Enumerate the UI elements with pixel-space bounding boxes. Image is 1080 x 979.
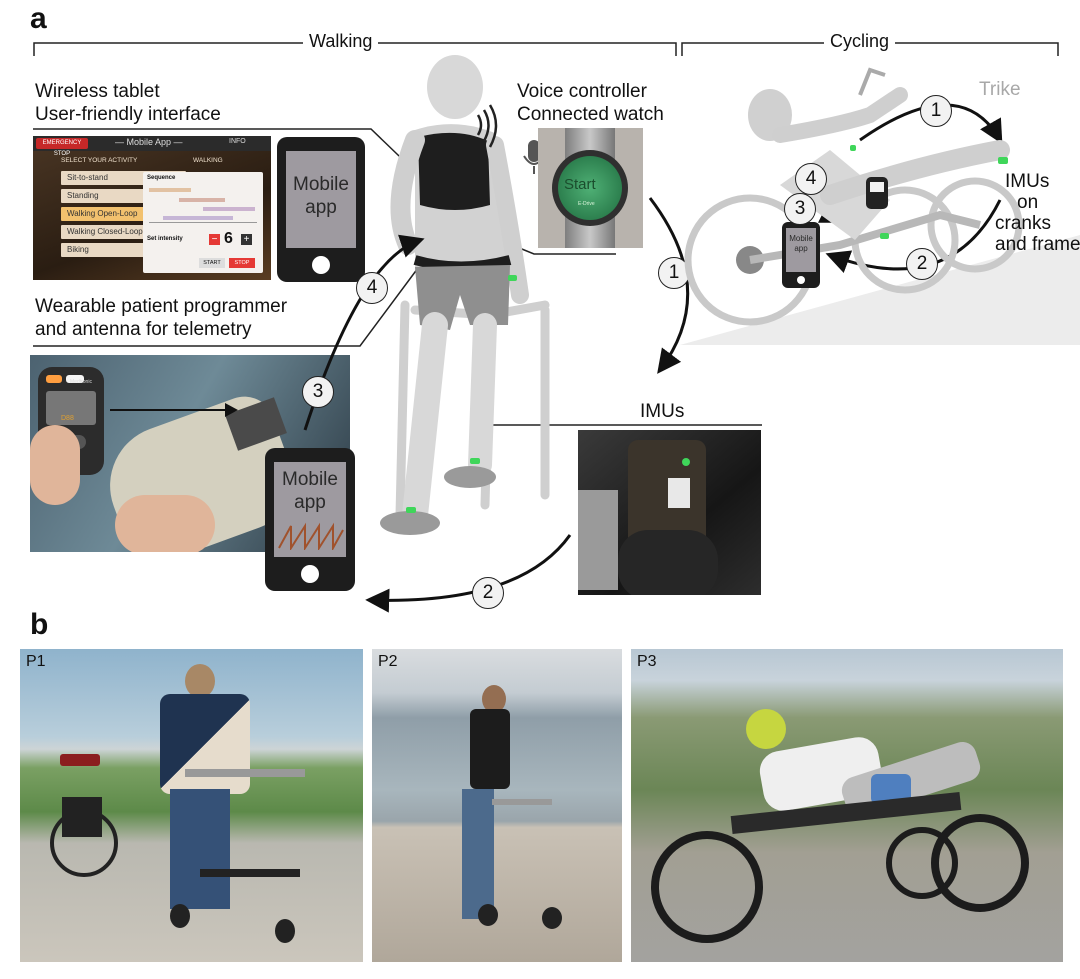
sequence-card: Sequence Set intensity − 6 + START STOP [143, 172, 263, 273]
panel-letter-b: b [30, 608, 49, 641]
stop-button[interactable]: STOP [229, 258, 255, 268]
imu-sensor-ankle [406, 507, 416, 513]
trike-imus-line2: on [1017, 192, 1039, 213]
participant-label: P3 [637, 653, 657, 670]
imu-shoe-photo [578, 430, 761, 595]
patient-programmer-icon [866, 177, 888, 209]
panel-letter-a: a [30, 2, 47, 35]
app-title: — Mobile App — [115, 137, 183, 147]
step-4-walking: 4 [356, 272, 388, 304]
imu-hand-sensor [850, 145, 856, 151]
participant-photo-p2: P2 [372, 649, 622, 962]
imu-crank-sensor [998, 157, 1008, 164]
watch-photo: Start E-Drive [538, 128, 643, 248]
trike-imus-line3: cranks [995, 213, 1051, 234]
section-label-cycling: Cycling [824, 31, 896, 52]
trike-imus-line4: and frame [995, 234, 1080, 255]
start-button[interactable]: START [199, 258, 225, 268]
tablet-label-line2: User-friendly interface [35, 104, 221, 125]
mobile-app-tablet-bottom: Mobile app [265, 448, 355, 591]
watch-start-text: Start [564, 176, 596, 193]
voice-label-line2: Connected watch [517, 104, 664, 125]
select-activity-heading: SELECT YOUR ACTIVITY [61, 157, 138, 164]
sequence-label: Sequence [147, 175, 176, 181]
tablet-label-line1: Wireless tablet [35, 81, 160, 102]
walking-figure [380, 55, 550, 535]
mobile-app-label-line1: Mobile [282, 469, 338, 490]
programmer-label-line1: Wearable patient programmer [35, 296, 288, 317]
watch-sensor [508, 275, 517, 281]
section-label-walking: Walking [303, 31, 379, 52]
app-screenshot: EMERGENCY STOP — Mobile App — INFO SELEC… [33, 136, 271, 280]
emergency-stop-button[interactable]: EMERGENCY STOP [36, 138, 88, 157]
info-button[interactable]: INFO [229, 138, 246, 145]
intensity-value: 6 [224, 230, 233, 247]
step-3-cycling: 3 [784, 193, 816, 225]
step-4-cycling: 4 [795, 163, 827, 195]
set-intensity-label: Set intensity [147, 236, 183, 242]
step-3-walking: 3 [302, 376, 334, 408]
tablet-screen: Mobile app [286, 151, 356, 248]
voice-label-line1: Voice controller [517, 81, 647, 102]
device-display: D88 [61, 415, 74, 422]
mobile-app-label-line2: app [305, 197, 337, 218]
programmer-label-line2: and antenna for telemetry [35, 319, 252, 340]
step-2-walking: 2 [472, 577, 504, 609]
imus-label: IMUs [640, 401, 685, 422]
walking-heading: WALKING [193, 157, 223, 164]
trike-label: Trike [979, 79, 1021, 100]
participant-photo-p3: P3 [631, 649, 1063, 962]
mobile-app-label-line2: app [294, 492, 326, 513]
participant-label: P2 [378, 653, 398, 670]
participant-photo-p1: P1 [20, 649, 363, 962]
mobile-app-label-line2: app [794, 244, 808, 253]
step-2-cycling: 2 [906, 248, 938, 280]
mobile-app-tablet: Mobile app [277, 137, 365, 282]
tablet-screen: Mobile app [274, 462, 346, 557]
intensity-minus-button[interactable]: − [209, 234, 220, 245]
mobile-app-label-line1: Mobile [293, 174, 349, 195]
imu-frame-sensor [880, 233, 889, 239]
trike-illustration [680, 67, 1080, 345]
tablet-home-button [301, 565, 319, 583]
participant-label: P1 [26, 653, 46, 670]
step-1-cycling: 1 [920, 95, 952, 127]
mobile-app-label-line1: Mobile [789, 234, 813, 243]
arrow-right-icon [110, 403, 238, 417]
tablet-home-button [312, 256, 330, 274]
device-brand: Medtronic [70, 379, 92, 385]
trike-imus-line1: IMUs [1005, 171, 1050, 192]
imu-sensor-foot [470, 458, 480, 464]
watch-brand: E-Drive [578, 201, 595, 207]
intensity-plus-button[interactable]: + [241, 234, 252, 245]
stimulation-waveform [278, 522, 344, 550]
trike-mobile-tablet: Mobile app [782, 222, 820, 288]
